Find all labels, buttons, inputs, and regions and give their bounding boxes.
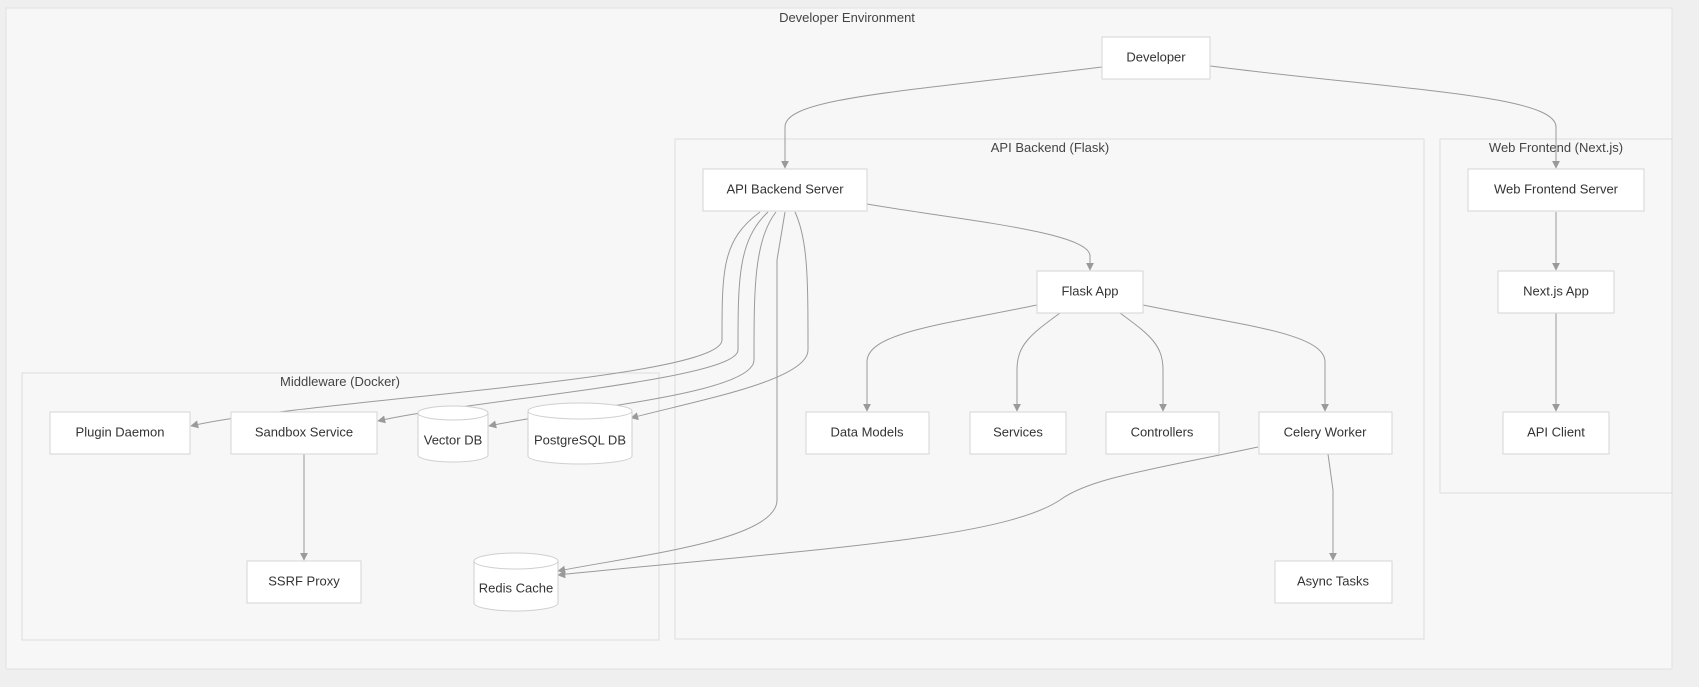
edge-developer-api	[781, 66, 1103, 169]
node-data-models-label: Data Models	[831, 424, 904, 439]
node-flask-app[interactable]: Flask App	[1036, 270, 1144, 314]
node-developer[interactable]: Developer	[1101, 36, 1211, 80]
edge-flask-services	[1013, 312, 1061, 412]
node-web-frontend-server-label: Web Frontend Server	[1494, 181, 1619, 196]
node-vector-db-label: Vector DB	[424, 432, 483, 447]
edge-celery-async	[1327, 453, 1337, 561]
edge-developer-web	[1209, 65, 1560, 169]
node-api-client[interactable]: API Client	[1502, 411, 1610, 455]
node-controllers-label: Controllers	[1131, 424, 1194, 439]
node-vector-db[interactable]: Vector DB	[417, 405, 489, 463]
edge-flask-controllers	[1119, 312, 1167, 412]
api-backend-cluster	[674, 138, 1425, 640]
node-controllers[interactable]: Controllers	[1105, 411, 1220, 455]
node-ssrf-proxy[interactable]: SSRF Proxy	[246, 560, 362, 604]
edge-api-redis	[557, 211, 786, 574]
edge-api-flask	[866, 203, 1094, 271]
edge-celery-redis	[557, 446, 1259, 579]
node-services[interactable]: Services	[969, 411, 1067, 455]
node-flask-app-label: Flask App	[1061, 283, 1118, 298]
node-nextjs-app-label: Next.js App	[1523, 283, 1589, 298]
node-data-models[interactable]: Data Models	[805, 411, 930, 455]
edge-api-postgres	[630, 211, 809, 421]
node-developer-label: Developer	[1126, 49, 1186, 64]
node-redis-cache-label: Redis Cache	[479, 580, 553, 595]
node-postgresql-db[interactable]: PostgreSQL DB	[527, 402, 633, 465]
middleware-cluster-label: Middleware (Docker)	[280, 374, 400, 389]
node-nextjs-app[interactable]: Next.js App	[1497, 270, 1615, 314]
node-plugin-daemon[interactable]: Plugin Daemon	[49, 411, 191, 455]
node-celery-worker-label: Celery Worker	[1284, 424, 1368, 439]
node-sandbox-service[interactable]: Sandbox Service	[230, 411, 378, 455]
node-async-tasks[interactable]: Async Tasks	[1274, 560, 1393, 604]
node-api-backend-server[interactable]: API Backend Server	[702, 168, 868, 212]
edge-api-plugin	[190, 211, 761, 429]
node-services-label: Services	[993, 424, 1043, 439]
node-celery-worker[interactable]: Celery Worker	[1258, 411, 1393, 455]
node-api-backend-server-label: API Backend Server	[726, 181, 844, 196]
edge-api-sandbox	[377, 211, 769, 424]
developer-environment-label: Developer Environment	[779, 10, 915, 25]
node-api-client-label: API Client	[1527, 424, 1585, 439]
edge-flask-models	[863, 304, 1038, 412]
api-backend-cluster-label: API Backend (Flask)	[991, 140, 1110, 155]
node-async-tasks-label: Async Tasks	[1297, 573, 1370, 588]
edge-flask-celery	[1142, 304, 1329, 412]
node-sandbox-service-label: Sandbox Service	[255, 424, 353, 439]
node-redis-cache[interactable]: Redis Cache	[473, 552, 559, 612]
edges	[190, 65, 1560, 579]
node-web-frontend-server[interactable]: Web Frontend Server	[1467, 168, 1645, 212]
node-ssrf-proxy-label: SSRF Proxy	[268, 573, 340, 588]
node-plugin-daemon-label: Plugin Daemon	[76, 424, 165, 439]
node-postgresql-db-label: PostgreSQL DB	[534, 432, 626, 447]
